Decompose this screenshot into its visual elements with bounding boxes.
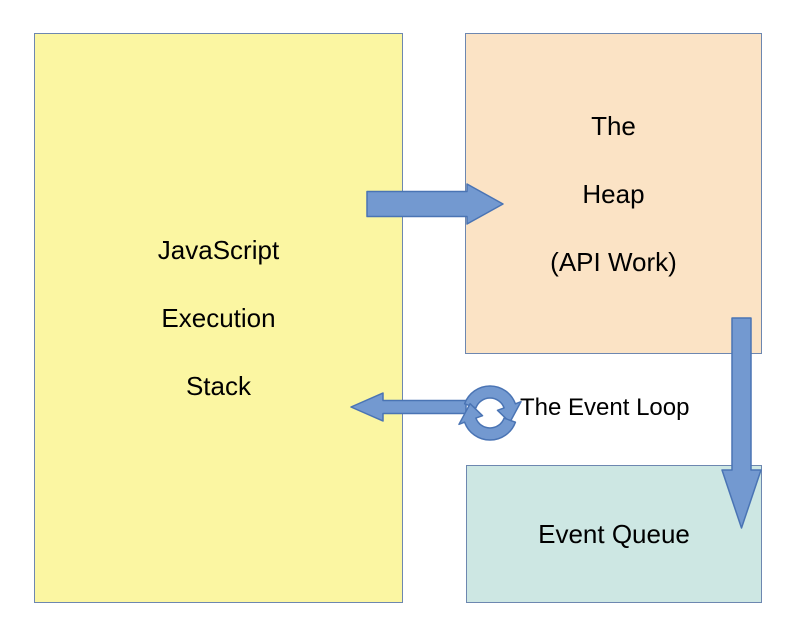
stack-label: JavaScript Execution Stack <box>158 199 279 437</box>
event-loop-label: The Event Loop <box>520 394 690 421</box>
heap-label-line: The <box>591 110 636 141</box>
box-javascript-execution-stack: JavaScript Execution Stack <box>34 33 403 603</box>
heap-label-line: Heap <box>582 178 645 209</box>
queue-label: Event Queue <box>538 483 690 585</box>
box-the-heap: The Heap (API Work) <box>465 33 762 354</box>
queue-label-line: Event Queue <box>538 519 690 549</box>
stack-label-line: JavaScript <box>157 235 280 265</box>
box-event-queue: Event Queue <box>466 465 762 603</box>
event-loop-icon <box>458 385 522 441</box>
stack-label-line: Stack <box>185 371 251 401</box>
stack-label-line: Execution <box>161 303 276 333</box>
heap-label-line: (API Work) <box>550 246 677 277</box>
heap-label: The Heap (API Work) <box>550 75 677 313</box>
